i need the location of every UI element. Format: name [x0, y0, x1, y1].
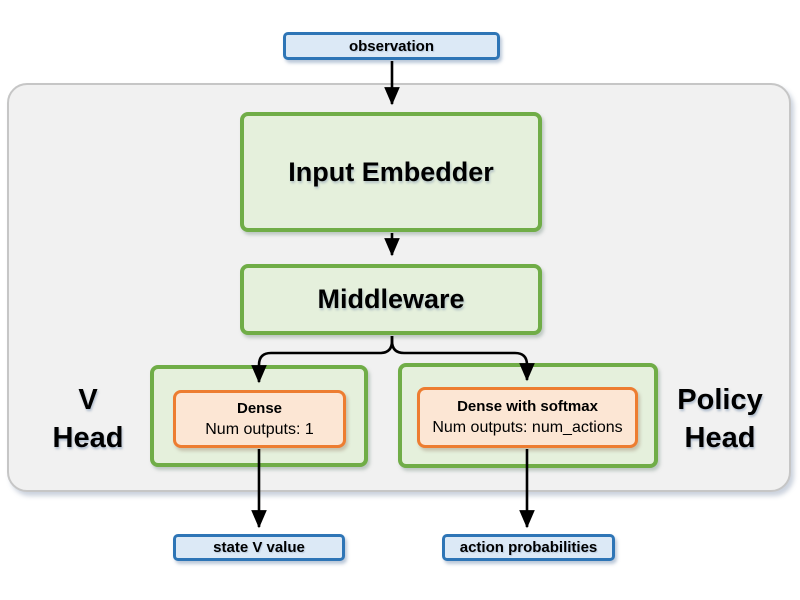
v-head-label-line2: Head [52, 422, 124, 454]
v-head-label-line1: V [78, 384, 98, 416]
node-middleware: Middleware [240, 264, 542, 335]
node-dense-policy: Dense with softmax Num outputs: num_acti… [417, 387, 638, 448]
dense-policy-subtitle: Num outputs: num_actions [432, 419, 623, 436]
dense-policy-title: Dense with softmax [457, 398, 598, 415]
node-input-embedder: Input Embedder [240, 112, 542, 232]
node-observation: observation [283, 32, 500, 60]
node-state-v-value: state V value [173, 534, 345, 561]
v-head-label: V Head [28, 381, 148, 457]
policy-head-label-line2: Head [684, 422, 756, 454]
policy-head-label-line1: Policy [677, 384, 763, 416]
node-dense-v: Dense Num outputs: 1 [173, 390, 346, 448]
policy-head-label: Policy Head [658, 381, 782, 457]
dense-v-title: Dense [236, 399, 283, 417]
dense-v-subtitle: Num outputs: 1 [205, 420, 314, 438]
node-action-probabilities: action probabilities [442, 534, 615, 561]
